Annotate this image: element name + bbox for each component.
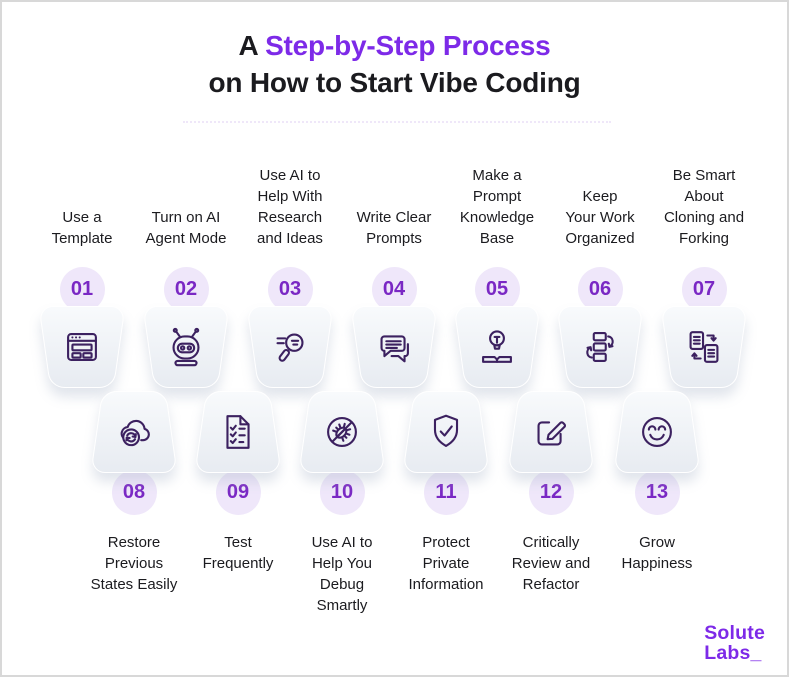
- step-label: Write Clear Prompts: [356, 209, 432, 247]
- step-number-badge: 08: [111, 470, 157, 515]
- no-bug-icon: [327, 417, 357, 447]
- step-card: [403, 390, 489, 474]
- step-card: [557, 305, 643, 389]
- step-card: [195, 390, 281, 474]
- card-shape: [615, 391, 699, 473]
- step-03: Use AI to Help With Research and Ideas 0…: [235, 157, 345, 392]
- cloud-restore-icon: [120, 419, 150, 447]
- step-number-badge: 02: [163, 267, 209, 312]
- step-label: Keep Your Work Organized: [565, 188, 635, 247]
- step-number-badge: 10: [319, 470, 365, 515]
- edit-pencil-icon: [537, 421, 566, 446]
- title-prefix: A: [238, 30, 266, 61]
- checklist-icon: [226, 415, 250, 449]
- solutelabs-logo: Solute Labs_: [704, 623, 765, 663]
- step-card: [351, 305, 437, 389]
- step-label: Test Frequently: [202, 534, 274, 572]
- bulb-knowledge-icon: [482, 330, 512, 363]
- step-label: Make a Prompt Knowledge Base: [459, 167, 535, 247]
- step-number-badge: 13: [634, 470, 680, 515]
- dotted-divider: [183, 121, 611, 123]
- title-highlight: Step-by-Step Process: [265, 30, 551, 61]
- title-line-2: on How to Start Vibe Coding: [208, 67, 581, 98]
- step-number-badge: 05: [474, 267, 520, 312]
- step-12: 12 Critically Review and Refactor: [496, 390, 606, 652]
- step-label: Use AI to Help You Debug Smartly: [311, 534, 373, 614]
- step-04: Write Clear Prompts 04: [339, 157, 449, 392]
- step-05: Make a Prompt Knowledge Base 05: [442, 157, 552, 392]
- step-01: Use a Template 01: [27, 157, 137, 392]
- step-label: Be Smart About Cloning and Forking: [663, 167, 745, 247]
- step-number-badge: 12: [528, 470, 574, 515]
- step-label: Use a Template: [51, 209, 113, 247]
- step-label: Use AI to Help With Research and Ideas: [257, 167, 323, 247]
- step-11: 11 Protect Private Information: [391, 390, 501, 652]
- card-shape: [40, 306, 124, 388]
- step-card: [247, 305, 333, 389]
- step-card: [661, 305, 747, 389]
- step-card: [454, 305, 540, 389]
- step-label: Grow Happiness: [621, 534, 693, 572]
- step-number-badge: 06: [577, 267, 623, 312]
- shield-check-icon: [433, 414, 459, 447]
- step-07: Be Smart About Cloning and Forking 07: [649, 157, 759, 392]
- chat-bubbles-icon: [380, 335, 409, 363]
- step-02: Turn on AI Agent Mode 02: [131, 157, 241, 392]
- step-number-badge: 03: [267, 267, 313, 312]
- step-number-badge: 01: [59, 267, 105, 312]
- card-shape: [196, 391, 280, 473]
- logo-line-2: Labs_: [704, 642, 762, 664]
- card-shape: [558, 306, 642, 388]
- search-research-icon: [276, 333, 304, 362]
- card-shape: [404, 391, 488, 473]
- title-line-1: A Step-by-Step Process: [2, 27, 787, 64]
- browser-window-icon: [67, 333, 97, 361]
- step-09: 09 Test Frequently: [183, 390, 293, 652]
- step-08: 08 Restore Previous States Easily: [79, 390, 189, 652]
- clone-fork-icon: [689, 331, 719, 363]
- step-number-badge: 07: [681, 267, 727, 312]
- card-shape: [455, 306, 539, 388]
- step-number-badge: 09: [215, 470, 261, 515]
- organize-flow-icon: [586, 332, 614, 362]
- step-card: [39, 305, 125, 389]
- robot-icon: [172, 327, 200, 367]
- logo-line-1: Solute: [704, 622, 765, 644]
- step-13: 13 Grow Happiness: [602, 390, 712, 652]
- card-shape: [248, 306, 332, 388]
- step-label: Protect Private Information: [408, 534, 484, 593]
- step-card: [614, 390, 700, 474]
- smiley-icon: [642, 417, 672, 447]
- step-label: Turn on AI Agent Mode: [145, 209, 227, 247]
- card-shape: [144, 306, 228, 388]
- step-card: [299, 390, 385, 474]
- step-number-badge: 11: [423, 470, 469, 515]
- step-06: Keep Your Work Organized 06: [545, 157, 655, 392]
- step-10: 10 Use AI to Help You Debug Smartly: [287, 390, 397, 652]
- page-title: A Step-by-Step Process on How to Start V…: [2, 27, 787, 101]
- step-card: [508, 390, 594, 474]
- step-label: Critically Review and Refactor: [511, 534, 591, 593]
- step-card: [143, 305, 229, 389]
- step-card: [91, 390, 177, 474]
- step-label: Restore Previous States Easily: [90, 534, 178, 593]
- step-number-badge: 04: [371, 267, 417, 312]
